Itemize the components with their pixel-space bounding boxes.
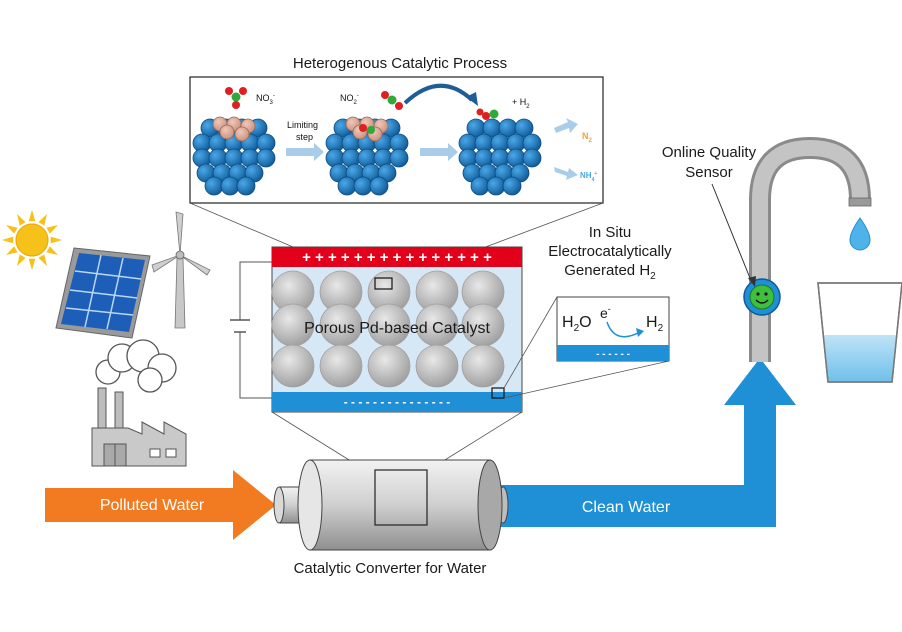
sun-ray-icon xyxy=(38,254,47,266)
sun-ray-icon xyxy=(28,258,36,270)
sun-ray-icon xyxy=(6,246,18,255)
insitu-label-1: In Situ xyxy=(589,224,632,241)
sphere-icon xyxy=(204,176,224,196)
sensor-label-2: Sensor xyxy=(685,164,733,181)
adsorbed-molecule-2-icon xyxy=(476,108,499,120)
sphere-icon xyxy=(502,176,522,196)
zoom-line xyxy=(431,411,523,469)
no3-label: NO3- xyxy=(256,93,275,106)
n2-arrow-icon xyxy=(554,118,578,133)
sun-ray-icon xyxy=(17,214,26,226)
heterogeneous-title: Heterogenous Catalytic Process xyxy=(293,55,507,72)
sphere-icon xyxy=(461,344,505,388)
sun-ray-icon xyxy=(17,254,26,266)
limiting-step-label-1: Limiting xyxy=(287,120,318,130)
insitu-label-2: Electrocatalytically xyxy=(548,243,672,260)
inset-minus-signs: - - - - - - xyxy=(596,349,630,360)
sun-ray-icon xyxy=(38,214,47,226)
sphere-icon xyxy=(486,176,506,196)
zoom-box-bottom xyxy=(491,387,505,399)
converter-label: Catalytic Converter for Water xyxy=(294,560,487,577)
anode-bar xyxy=(272,247,522,267)
nh4-arrow-icon xyxy=(554,167,578,180)
no2-molecule-icon xyxy=(381,91,403,110)
reaction-arrowhead-icon xyxy=(636,328,644,337)
sensor-pointer-arrowhead-icon xyxy=(748,276,756,287)
sphere-icon xyxy=(522,148,542,168)
sphere-icon xyxy=(271,344,315,388)
sphere-icon xyxy=(415,344,459,388)
zoom-line xyxy=(503,296,558,389)
sphere-icon xyxy=(367,344,411,388)
sun-ray-icon xyxy=(28,210,36,222)
smoke-icon xyxy=(95,339,177,393)
sensor-label-1: Online Quality xyxy=(662,144,757,161)
sun-ray-icon xyxy=(46,225,58,234)
catalyst-cluster-2 xyxy=(325,116,409,196)
insitu-label-3: Generated H2 xyxy=(564,262,656,282)
sphere-icon xyxy=(389,148,409,168)
sphere-icon xyxy=(220,176,240,196)
curved-arrowhead-icon xyxy=(466,92,478,106)
nh4-label: NH4+ xyxy=(580,171,597,183)
no2-label: NO2- xyxy=(340,93,359,106)
no3-molecule-icon xyxy=(225,87,247,109)
sun-icon xyxy=(2,210,62,270)
sphere-icon xyxy=(353,176,373,196)
sphere-icon xyxy=(470,176,490,196)
clean-water-arrow xyxy=(500,358,796,527)
clean-water-label: Clean Water xyxy=(582,499,671,516)
zoom-line xyxy=(271,411,363,469)
h2-label: H2 xyxy=(646,314,664,334)
zoom-line xyxy=(503,360,670,399)
solar-panel-icon xyxy=(55,247,151,339)
catalytic-converter-icon xyxy=(273,459,509,551)
sphere-icon xyxy=(319,344,363,388)
minus-signs: - - - - - - - - - - - - - - - xyxy=(344,395,451,409)
catalyst-cluster-1 xyxy=(192,116,276,196)
wind-turbine-icon xyxy=(151,211,211,329)
inset-cathode-bar xyxy=(557,345,669,361)
glass-icon xyxy=(817,282,902,383)
h2o-label: H2O xyxy=(562,314,592,334)
sensor-pointer-line xyxy=(711,183,753,284)
sun-ray-icon xyxy=(46,246,58,255)
polluted-water-label: Polluted Water xyxy=(100,497,205,514)
sun-ray-icon xyxy=(2,236,14,244)
sphere-icon xyxy=(234,126,250,142)
sun-ray-icon xyxy=(50,236,62,244)
sphere-icon xyxy=(514,118,534,138)
sphere-icon xyxy=(256,148,276,168)
sphere-icon xyxy=(236,176,256,196)
water-drop-icon xyxy=(849,217,871,251)
sphere-icon xyxy=(337,176,357,196)
porous-catalyst-label: Porous Pd-based Catalyst xyxy=(304,320,490,337)
n2-label: N2 xyxy=(582,131,593,144)
cathode-bar xyxy=(272,392,522,412)
adsorbed-molecule-icon xyxy=(359,124,375,134)
electron-label: e- xyxy=(600,304,611,321)
catalyst-cluster-3 xyxy=(458,118,542,196)
sphere-icon xyxy=(219,124,235,140)
zoom-box-top xyxy=(374,277,393,290)
limiting-step-label-2: step xyxy=(296,132,313,142)
circuit-wire xyxy=(239,261,272,399)
plus-signs: + + + + + + + + + + + + + + + xyxy=(302,249,492,266)
factory-icon xyxy=(91,387,187,467)
process-arrow-icon xyxy=(420,143,458,161)
limiting-arrow-icon xyxy=(286,143,324,161)
polluted-water-arrow xyxy=(45,470,276,540)
curved-arrow-icon xyxy=(403,83,474,105)
sun-ray-icon xyxy=(6,225,18,234)
reaction-arrow-icon xyxy=(606,321,641,338)
porous-spheres xyxy=(271,270,505,388)
plus-h2-label: + H2 xyxy=(512,97,530,110)
faucet-icon xyxy=(749,136,872,362)
sphere-icon xyxy=(369,176,389,196)
smiley-sensor-icon xyxy=(743,278,781,316)
